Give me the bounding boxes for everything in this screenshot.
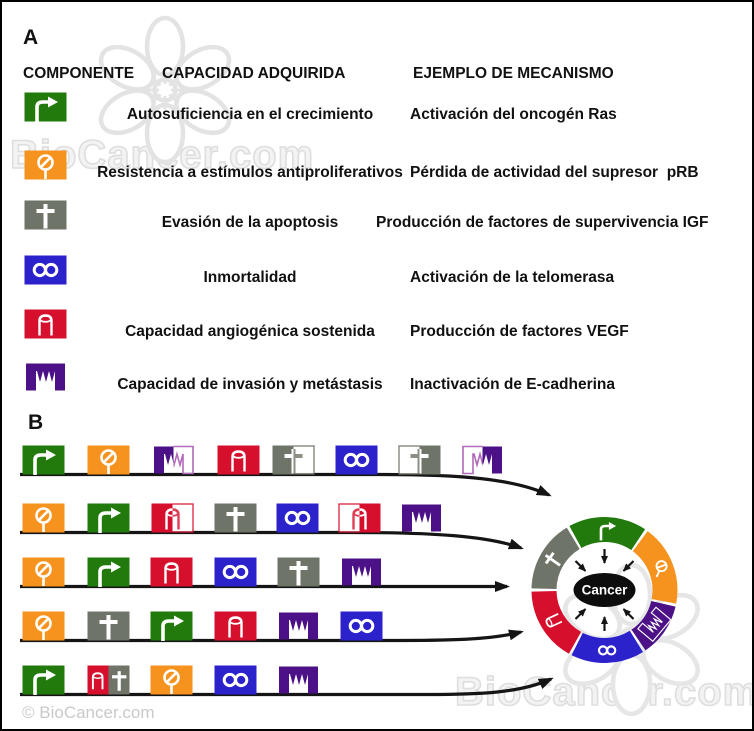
inward-arrow <box>622 560 635 572</box>
invasion-half-left-icon <box>152 445 195 475</box>
panel-a-label: A <box>23 26 39 49</box>
invasion-icon <box>340 557 383 587</box>
antigrowth-icon <box>150 665 193 695</box>
immortality-icon <box>335 445 378 475</box>
angiogenesis-icon <box>24 309 67 339</box>
apoptosis-icon <box>214 503 257 533</box>
mechanism-label: Activación de la telomerasa <box>410 269 615 286</box>
invasion-icon <box>277 665 320 695</box>
antigrowth-ring-icon <box>655 560 668 578</box>
angiogenesis-half-left-icon <box>151 503 194 533</box>
immortality-icon <box>24 255 67 285</box>
ring-segment-angiogenesis <box>531 590 582 654</box>
capability-label: Inmortalidad <box>203 269 297 286</box>
angiogenesis-icon <box>150 557 193 587</box>
angiogenesis-icon <box>217 445 260 475</box>
apoptosis-ring-icon <box>544 552 561 567</box>
apoptosis-half-left-icon <box>272 445 315 475</box>
growth-icon <box>22 445 65 475</box>
mechanism-label: Inactivación de E-cadherina <box>410 376 616 393</box>
mechanism-label: Producción de factores VEGF <box>410 323 629 340</box>
antigrowth-icon <box>22 611 65 641</box>
inward-arrow <box>574 560 587 572</box>
inward-arrow <box>622 608 635 620</box>
invasion-icon <box>400 503 443 533</box>
column-header-capability: CAPACIDAD ADQUIRIDA <box>162 65 346 82</box>
apoptosis-icon <box>87 611 130 641</box>
apoptosis-half-right-icon <box>398 445 441 475</box>
growth-ring-icon <box>599 522 617 541</box>
antigrowth-icon <box>22 557 65 587</box>
invasion-ring-icon <box>637 606 672 643</box>
column-header-mechanism: EJEMPLO DE MECANISMO <box>413 65 614 82</box>
angiogenesis-icon <box>214 611 257 641</box>
pathway-arrow <box>20 677 554 697</box>
mechanism-label: Producción de factores de supervivencia … <box>376 214 709 231</box>
ring-segment-growth <box>569 517 646 551</box>
immortality-ring-icon <box>597 645 617 656</box>
apoptosis-icon <box>277 557 320 587</box>
column-header-component: COMPONENTE <box>23 65 135 82</box>
combo-angio-apoptosis-icon <box>87 665 130 695</box>
growth-icon <box>87 503 130 533</box>
angiogenesis-half-right-icon <box>338 503 381 533</box>
flower-logo-watermark <box>98 15 232 165</box>
pathway-arrow <box>20 629 524 643</box>
immortality-icon <box>214 665 257 695</box>
capability-label: Capacidad angiogénica sostenida <box>125 323 375 340</box>
cancer-ellipse <box>573 573 636 607</box>
invasion-half-right-icon <box>461 445 504 475</box>
growth-icon <box>87 557 130 587</box>
growth-icon <box>150 611 193 641</box>
antigrowth-icon <box>22 503 65 533</box>
mechanism-label: Activación del oncogén Ras <box>410 106 617 123</box>
immortality-icon <box>340 611 383 641</box>
immortality-icon <box>214 557 257 587</box>
pathway-arrow <box>20 530 524 550</box>
growth-icon <box>22 665 65 695</box>
capability-label: Resistencia a estímulos antiproliferativ… <box>97 164 403 181</box>
panel-b-label: B <box>28 411 44 434</box>
capability-label: Autosuficiencia en el crecimiento <box>126 106 374 123</box>
cancer-label: Cancer <box>582 583 629 598</box>
capability-label: Evasión de la apoptosis <box>161 214 339 231</box>
growth-icon <box>24 92 67 122</box>
inward-arrow <box>574 608 587 620</box>
antigrowth-icon <box>87 445 130 475</box>
apoptosis-icon <box>24 200 67 230</box>
pathway-arrow <box>20 472 552 497</box>
antigrowth-icon <box>24 150 67 180</box>
invasion-icon <box>24 362 67 392</box>
capability-label: Capacidad de invasión y metástasis <box>117 376 383 393</box>
invasion-icon <box>277 611 320 641</box>
copyright-watermark: © BioCancer.com <box>22 703 155 722</box>
immortality-icon <box>276 503 319 533</box>
mechanism-label: Pérdida de actividad del supresor pRB <box>410 164 699 181</box>
ring-segment-antigrowth <box>632 531 678 604</box>
angiogenesis-ring-icon <box>545 613 563 628</box>
